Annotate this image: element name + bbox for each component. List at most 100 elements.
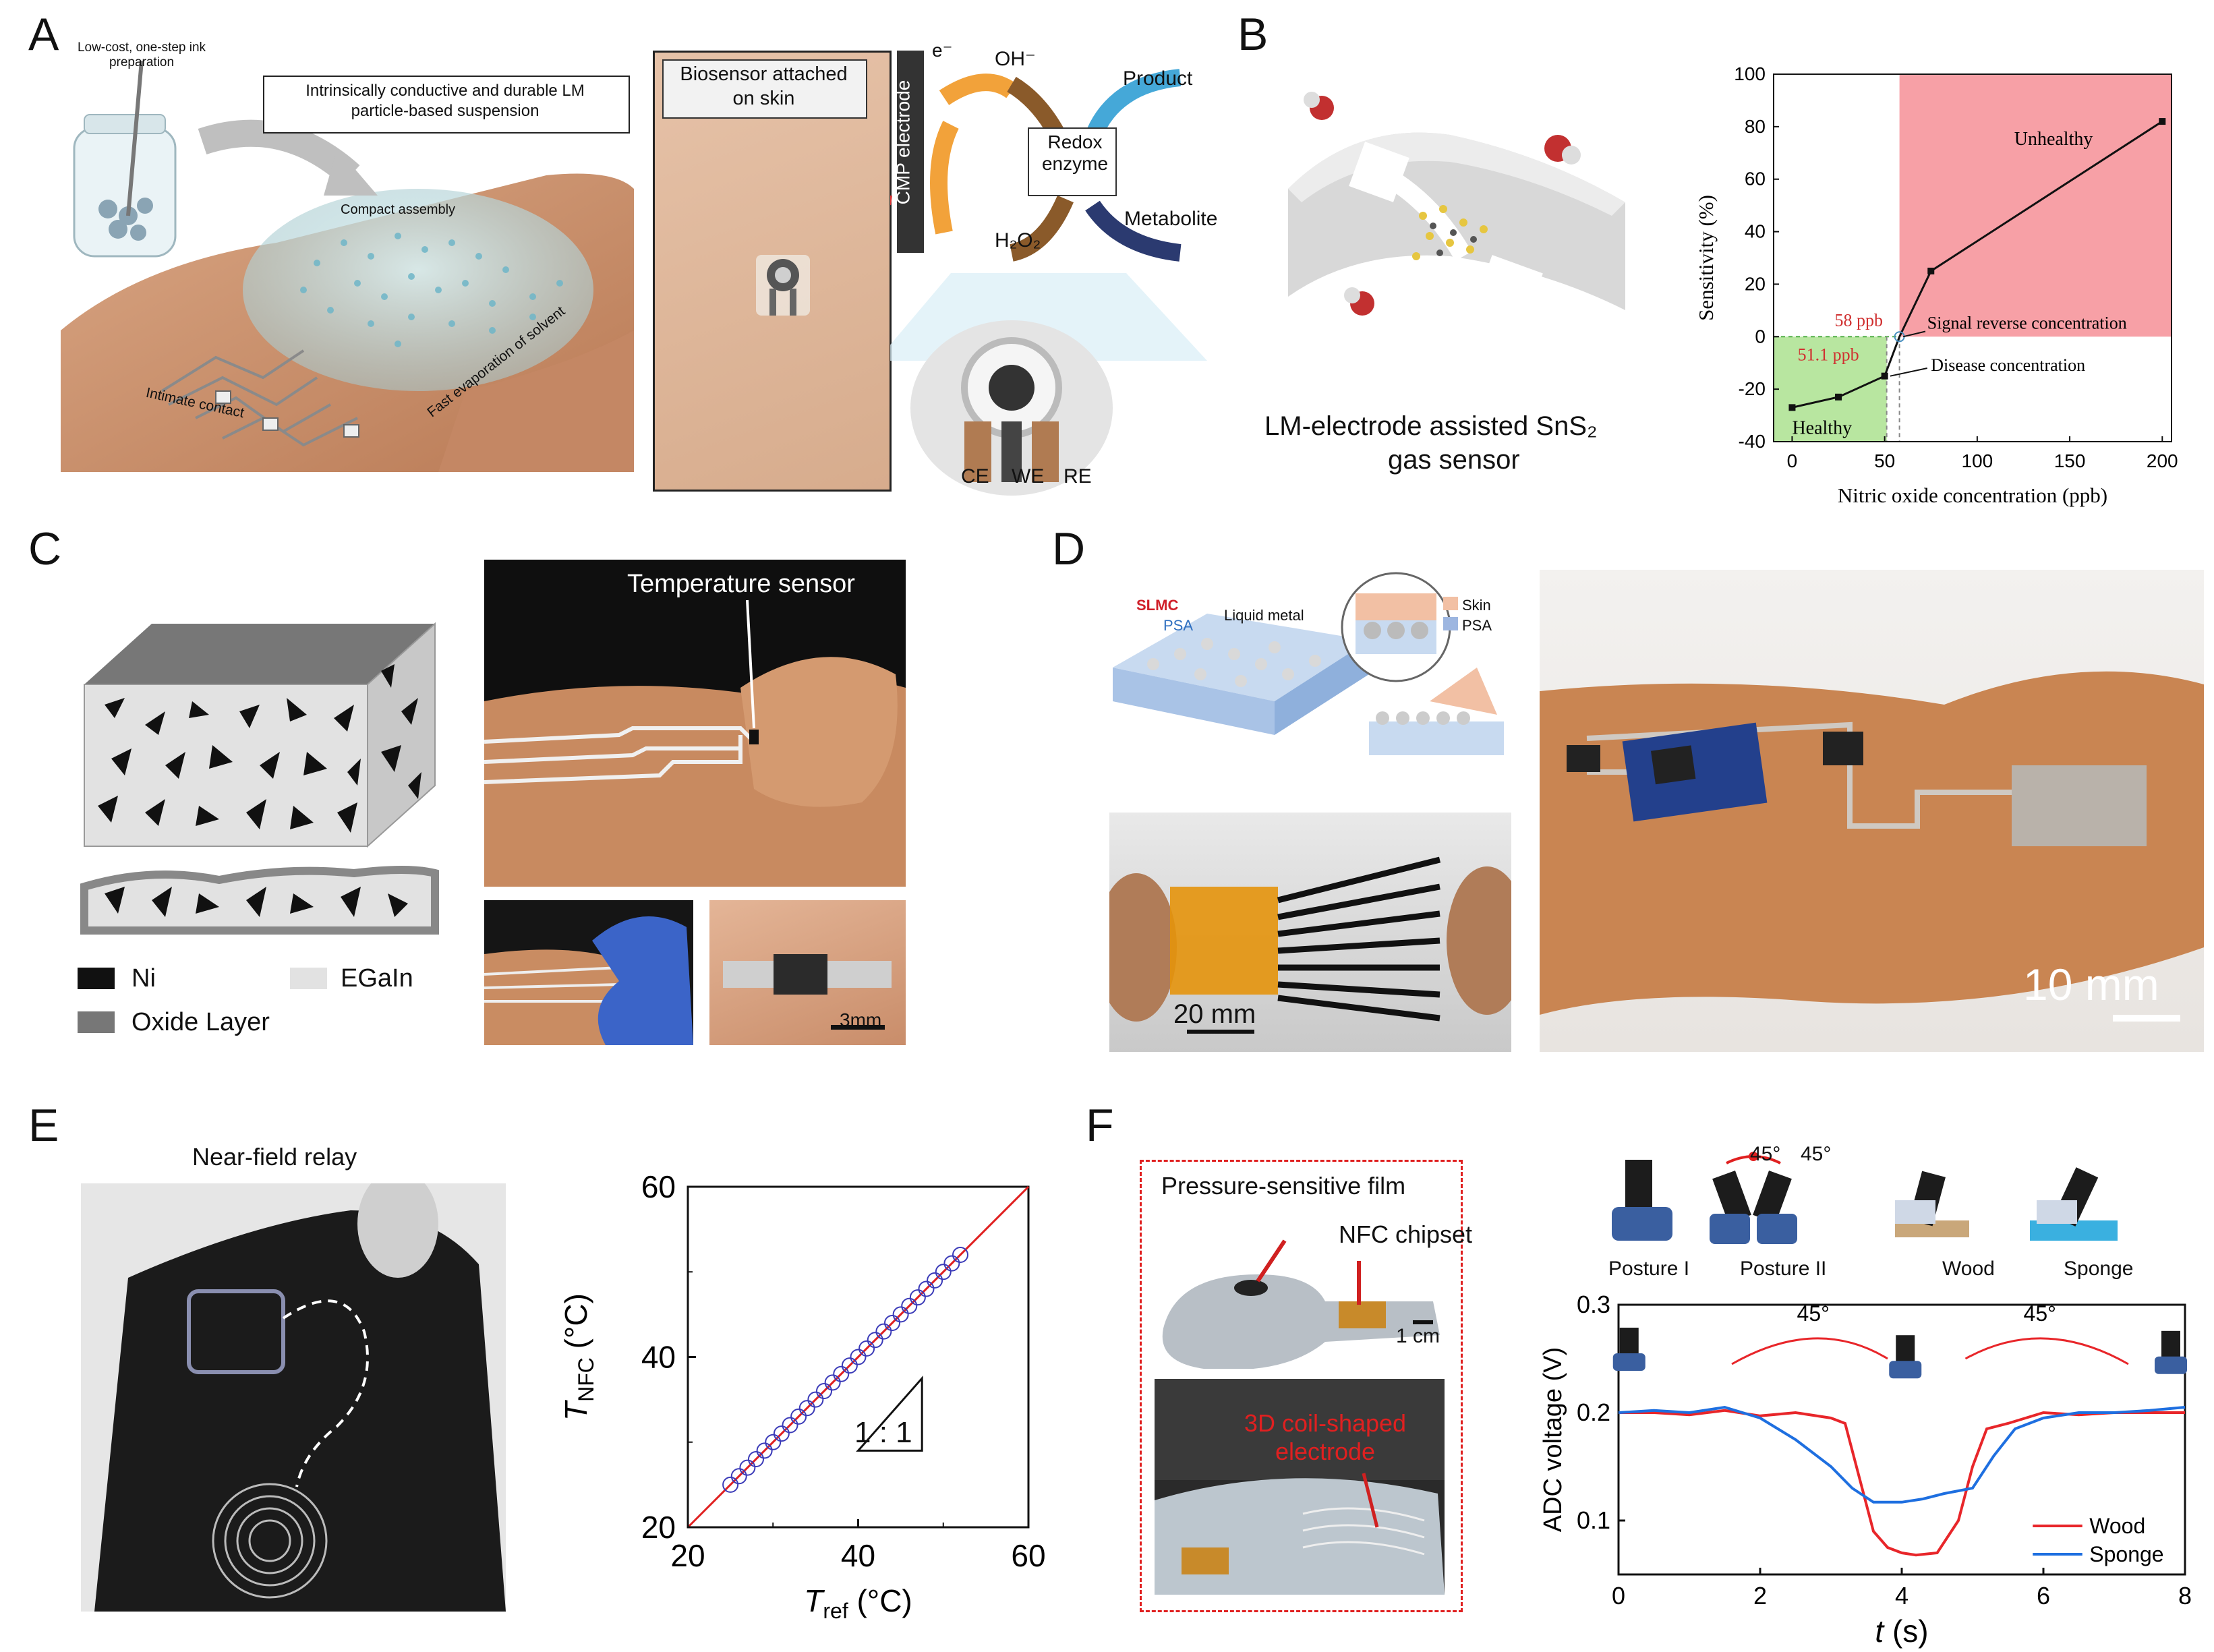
redox-scheme: [890, 51, 1207, 496]
ppb51-label: 51.1 ppb: [1798, 345, 1859, 364]
legend-label: Wood: [2089, 1514, 2145, 1538]
rotation-angle-2: 45°: [2024, 1301, 2056, 1326]
data-point: [943, 1255, 960, 1272]
y-tick-label: 0: [1755, 326, 1766, 347]
cmp-electrode-label: CMP electrode: [892, 80, 914, 205]
signal-reverse-label: Signal reverse concentration: [1927, 314, 2127, 333]
x-tick-label: 100: [1962, 450, 1993, 471]
x-axis-label: Nitric oxide concentration (ppb): [1838, 483, 2107, 507]
y-tick-label: -20: [1739, 378, 1766, 399]
data-point: [875, 1323, 892, 1340]
legend-label: Sponge: [2089, 1542, 2163, 1566]
y-tick-label: 20: [641, 1510, 676, 1545]
h2o2-label: H₂O₂: [995, 229, 1041, 252]
foot-icon: [2161, 1330, 2180, 1361]
re-label: RE: [1064, 465, 1092, 488]
x-tick-label: 20: [670, 1538, 705, 1573]
legend-ni-swatch: [78, 968, 115, 989]
foot-icon: [1889, 1361, 1922, 1379]
y-tick-label: 60: [1745, 169, 1766, 189]
disease-label: Disease concentration: [1931, 355, 2085, 375]
foot-icon: [1612, 1353, 1645, 1371]
data-point: [833, 1365, 850, 1382]
posture-two-label: Posture II: [1740, 1258, 1827, 1280]
data-point: [918, 1280, 935, 1297]
coil-electrode-label: 3D coil-shaped electrode: [1244, 1409, 1407, 1465]
y-tick-label: 60: [641, 1169, 676, 1204]
panel-letter-c: C: [28, 523, 62, 574]
unhealthy-region: [1899, 74, 2172, 337]
data-point: [901, 1297, 918, 1314]
y-tick-label: 0.2: [1577, 1398, 1610, 1426]
ni-egain-composite-diagram: [80, 622, 439, 935]
scale-10mm-label: 10 mm: [2023, 960, 2159, 1009]
stretchable-circuit-photo: [1109, 813, 1511, 1052]
oh-label: OH⁻: [995, 48, 1036, 70]
rotation-angle-1: 45°: [1797, 1301, 1830, 1326]
data-point: [927, 1272, 943, 1289]
product-label: Product: [1123, 67, 1193, 90]
biosensor-label-box: [662, 59, 867, 119]
liquid-metal-label: Liquid metal: [1224, 607, 1304, 624]
posture-icons: [1612, 1152, 2118, 1244]
snS2-sensor-illustration: [1288, 92, 1625, 316]
panel-letter-f: F: [1086, 1100, 1114, 1151]
x-tick-label: 60: [1011, 1538, 1045, 1573]
rotation-arrow-1: [1731, 1337, 1888, 1365]
signal-reverse-arrow: [1902, 330, 1926, 338]
data-point: [867, 1332, 883, 1349]
x-axis-label: t (s): [1875, 1614, 1928, 1649]
biosensor-photo: [653, 51, 892, 492]
x-tick-label: 200: [2147, 450, 2178, 471]
foot-icon: [1896, 1335, 1915, 1365]
slmc-diagram: [1113, 572, 1504, 755]
y-tick-label: 0.1: [1577, 1506, 1610, 1534]
data-point: [773, 1425, 790, 1442]
data-point: [739, 1459, 756, 1476]
data-point: [807, 1391, 824, 1408]
x-tick-label: 40: [841, 1538, 875, 1573]
near-field-relay-title: Near-field relay: [192, 1143, 357, 1171]
nfc-chipset-label: NFC chipset: [1339, 1220, 1473, 1248]
data-point: [798, 1400, 815, 1417]
panel-letter-d: D: [1052, 523, 1086, 574]
arm-sensor-photo: [1540, 570, 2204, 1052]
foot-icon: [2155, 1356, 2187, 1374]
unhealthy-label: Unhealthy: [2014, 129, 2093, 150]
healthy-label: Healthy: [1792, 417, 1852, 438]
sensitivity-line: [1792, 120, 2163, 409]
y-axis-label: Sensitivity (%): [1694, 195, 1718, 321]
legend-egain-swatch: [290, 968, 327, 989]
x-tick-label: 6: [2037, 1582, 2050, 1610]
data-point: [782, 1417, 798, 1434]
data-point: [884, 1315, 900, 1331]
data-point: [824, 1374, 841, 1391]
panel-letter-b: B: [1237, 9, 1269, 60]
one-cm-label: 1 cm: [1396, 1325, 1440, 1347]
data-point: [1835, 393, 1842, 401]
x-tick-label: 2: [1753, 1582, 1767, 1610]
x-axis-label: Tref (°C): [804, 1583, 912, 1623]
psa-label: PSA: [1163, 617, 1194, 634]
insole-dashed-frame: [1140, 1160, 1463, 1612]
data-point: [790, 1408, 807, 1425]
y-axis-label: TNFC (°C): [558, 1293, 598, 1421]
metabolite-label: Metabolite: [1124, 208, 1218, 230]
x-tick-label: 0: [1612, 1582, 1625, 1610]
pressure-film-label: Pressure-sensitive film: [1161, 1172, 1406, 1200]
skin-legend-label: Skin: [1462, 597, 1491, 614]
biosensor-label: Biosensor attached on skin: [680, 63, 848, 109]
lm-suspension-label: Intrinsically conductive and durable LM …: [305, 82, 585, 120]
snS2-caption-line2: gas sensor: [1388, 445, 1520, 475]
y-tick-label: 0.3: [1577, 1291, 1610, 1318]
legend-ni-label: Ni: [132, 964, 156, 993]
posture-one-label: Posture I: [1608, 1258, 1690, 1280]
panel-letter-a: A: [28, 9, 59, 60]
legend-egain-label: EGaIn: [341, 964, 413, 993]
temperature-sensor-label: Temperature sensor: [627, 570, 855, 598]
snS2-caption-line1: LM-electrode assisted SnS₂: [1264, 411, 1598, 441]
data-point: [756, 1442, 773, 1459]
posture-one-icon: [1612, 1160, 1672, 1241]
ink-prep-note: Low-cost, one-step ink preparation: [77, 40, 206, 69]
x-tick-label: 0: [1787, 450, 1798, 471]
